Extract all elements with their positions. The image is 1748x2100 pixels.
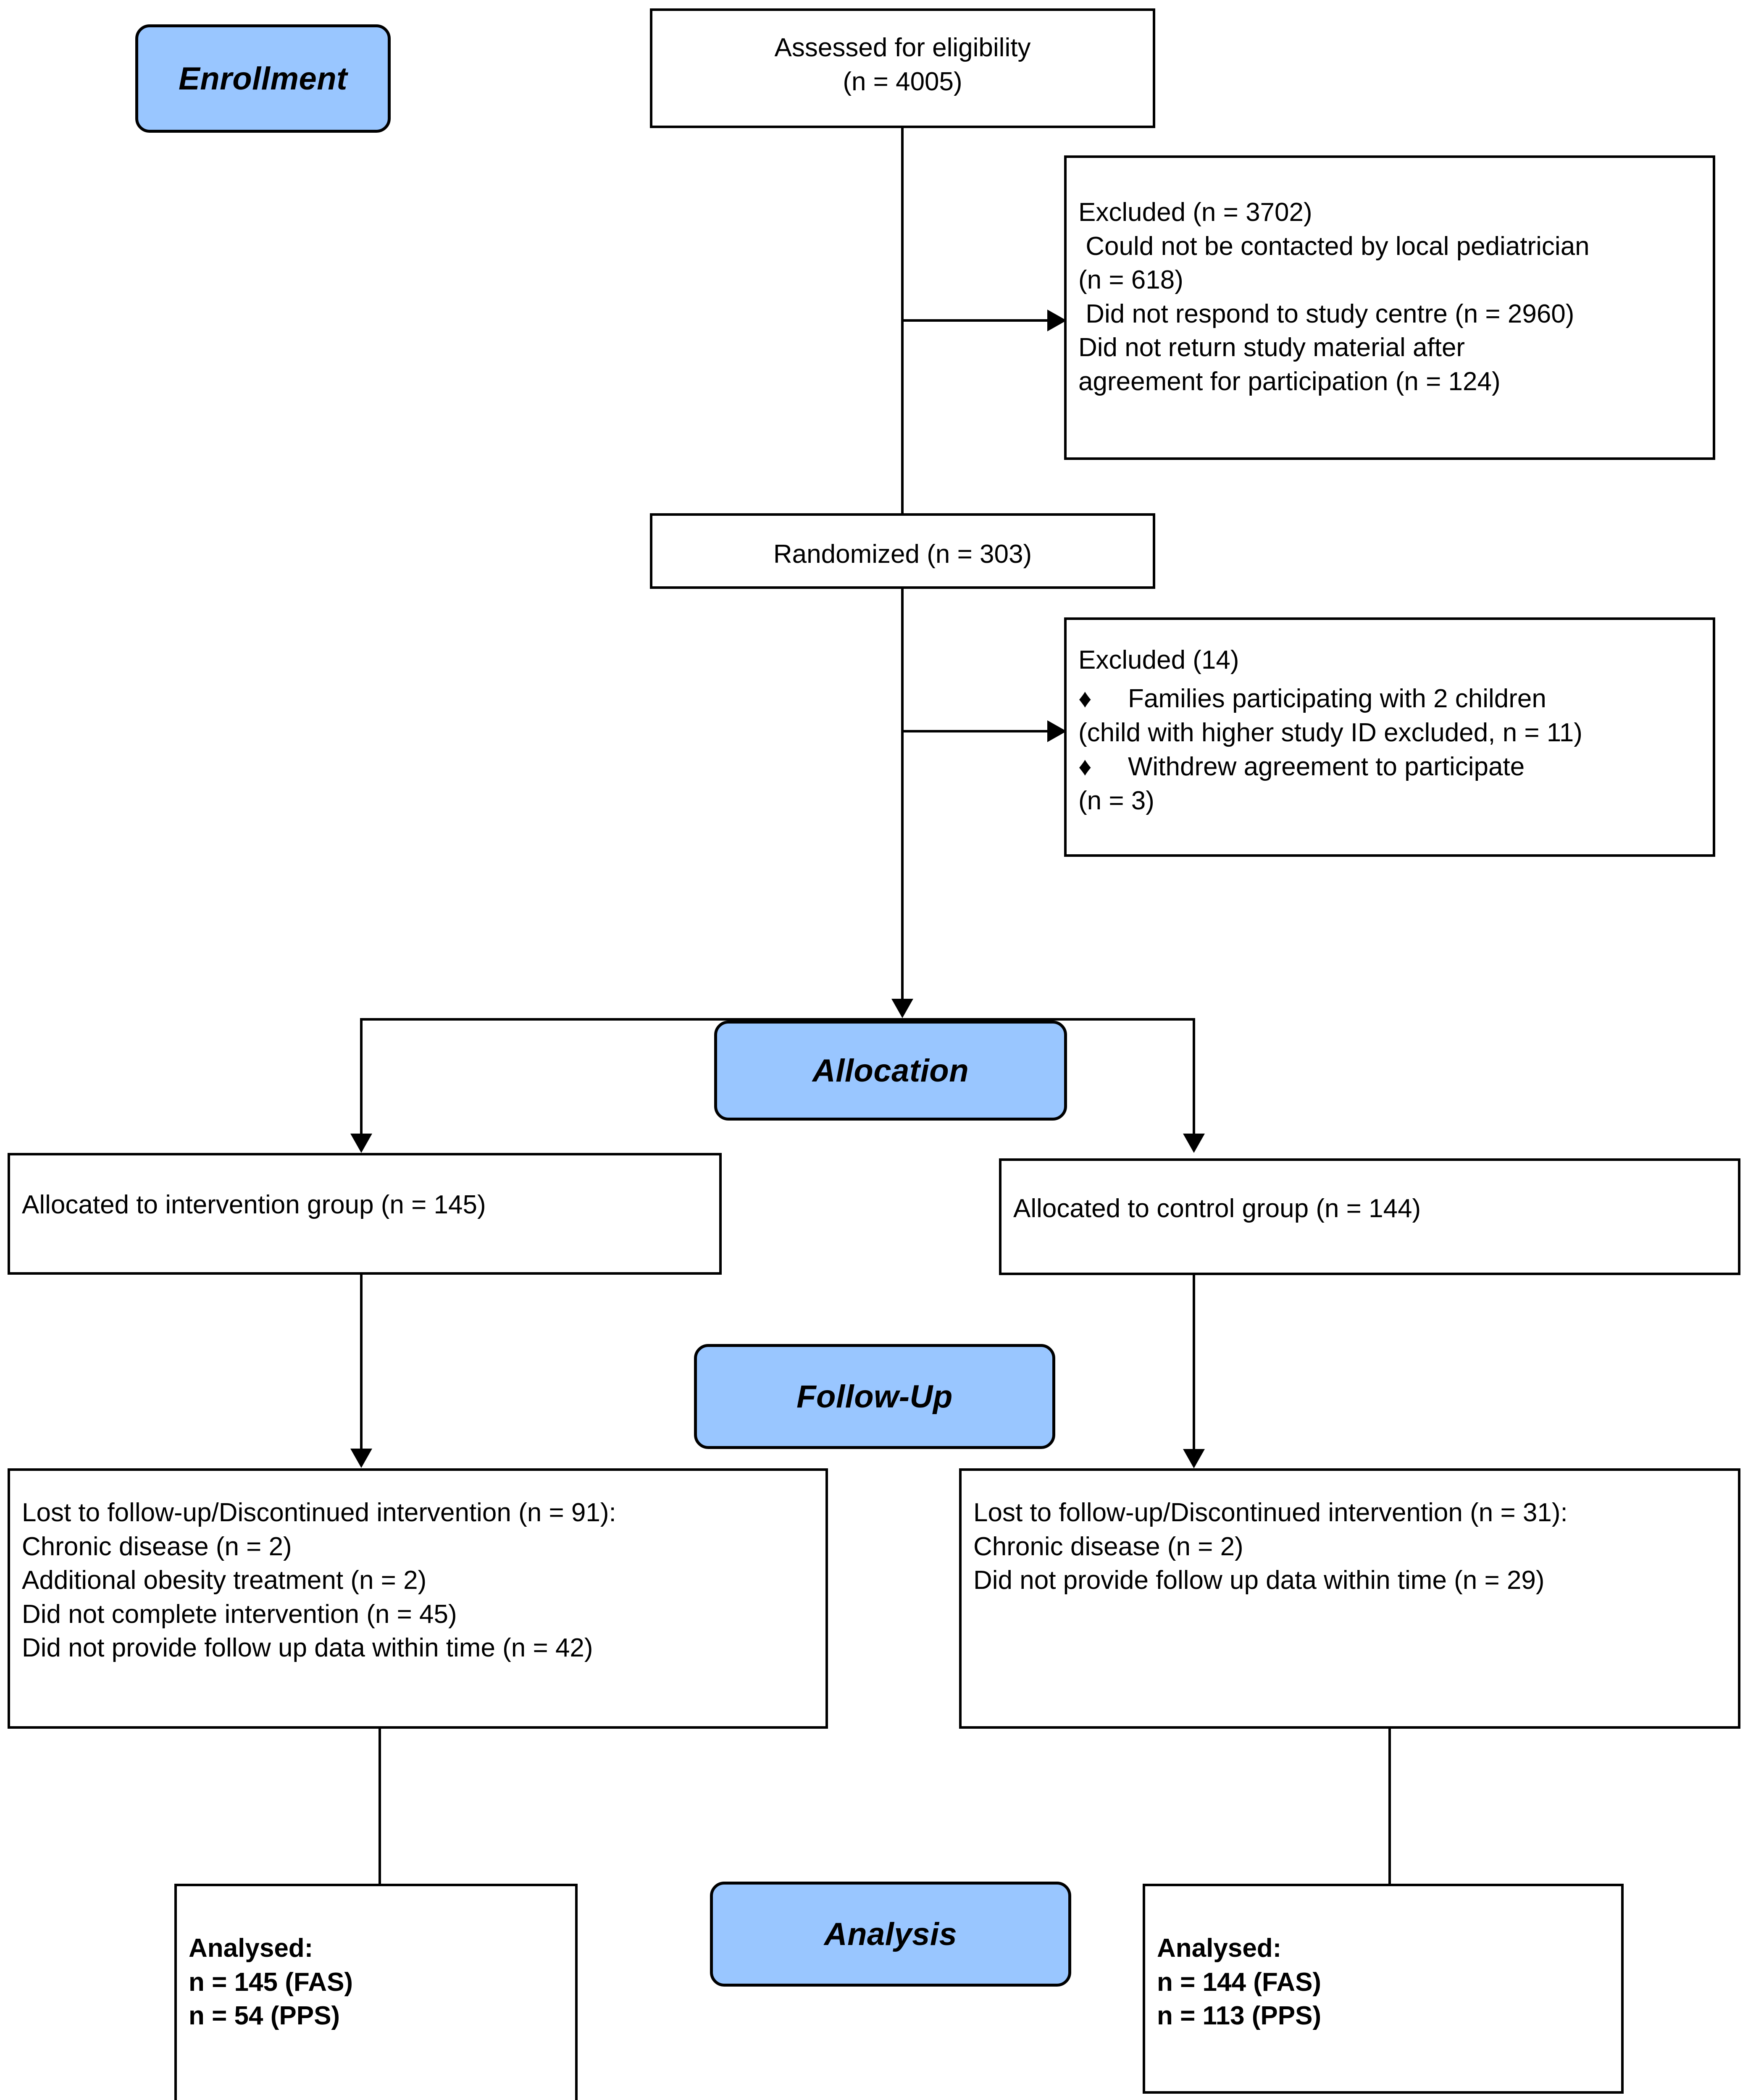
stage-pill-enrollment-label: Enrollment bbox=[179, 60, 347, 97]
bullet-diamond-icon: ♦ bbox=[1078, 684, 1092, 713]
node-excluded-randomized-bullet-2-cont: (n = 3) bbox=[1078, 786, 1154, 815]
node-randomized: Randomized (n = 303) bbox=[650, 513, 1155, 589]
node-excluded-randomized-bullet-1-text: Families participating with 2 children bbox=[1128, 684, 1546, 713]
node-allocated-intervention: Allocated to intervention group (n = 145… bbox=[8, 1153, 722, 1275]
node-allocated-control-text: Allocated to control group (n = 144) bbox=[1013, 1194, 1421, 1223]
node-excluded-randomized-bullet-2-text: Withdrew agreement to participate bbox=[1128, 752, 1525, 781]
node-excluded-randomized-bullet-1-cont: (child with higher study ID excluded, n … bbox=[1078, 718, 1582, 747]
node-analysed-intervention-text: Analysed: n = 145 (FAS) n = 54 (PPS) bbox=[189, 1934, 353, 2031]
node-excluded-top: Excluded (n = 3702) Could not be contact… bbox=[1064, 155, 1715, 460]
connector-allocleft-to-followupleft bbox=[360, 1275, 363, 1453]
node-randomized-text: Randomized (n = 303) bbox=[773, 540, 1032, 569]
arrowhead-to-excluded-top bbox=[1047, 310, 1067, 331]
connector-randomized-to-excluded2 bbox=[901, 730, 1057, 732]
arrowhead-to-followup-right bbox=[1183, 1449, 1205, 1468]
stage-pill-allocation-label: Allocation bbox=[812, 1053, 969, 1089]
stage-pill-enrollment: Enrollment bbox=[135, 24, 391, 133]
stage-pill-analysis: Analysis bbox=[710, 1882, 1071, 1987]
stage-pill-followup-label: Follow-Up bbox=[796, 1378, 953, 1415]
node-followup-intervention: Lost to follow-up/Discontinued intervent… bbox=[8, 1468, 828, 1729]
node-excluded-randomized-bullet-2: ♦ Withdrew agreement to participate (n =… bbox=[1078, 750, 1705, 818]
arrowhead-to-alloc-left bbox=[350, 1134, 372, 1153]
node-assessed-for-eligibility: Assessed for eligibility (n = 4005) bbox=[650, 8, 1155, 128]
node-allocated-intervention-text: Allocated to intervention group (n = 145… bbox=[22, 1190, 486, 1219]
stage-pill-allocation: Allocation bbox=[714, 1021, 1067, 1121]
node-analysed-control: Analysed: n = 144 (FAS) n = 113 (PPS) bbox=[1143, 1884, 1624, 2094]
node-followup-control: Lost to follow-up/Discontinued intervent… bbox=[959, 1468, 1740, 1729]
node-analysed-intervention: Analysed: n = 145 (FAS) n = 54 (PPS) bbox=[174, 1884, 578, 2100]
arrowhead-to-excluded-randomized bbox=[1047, 720, 1067, 742]
connector-followupleft-to-analysedleft bbox=[379, 1729, 381, 1893]
connector-allocright-to-followupright bbox=[1193, 1275, 1195, 1453]
node-excluded-randomized: Excluded (14) ♦ Families participating w… bbox=[1064, 617, 1715, 857]
stage-pill-analysis-label: Analysis bbox=[824, 1916, 957, 1952]
node-followup-intervention-text: Lost to follow-up/Discontinued intervent… bbox=[22, 1498, 616, 1663]
node-excluded-randomized-bullet-1: ♦ Families participating with 2 children… bbox=[1078, 682, 1705, 750]
arrowhead-to-allocation-split bbox=[891, 999, 913, 1018]
node-allocated-control: Allocated to control group (n = 144) bbox=[999, 1158, 1740, 1275]
bullet-diamond-icon-2: ♦ bbox=[1078, 752, 1092, 781]
node-excluded-top-text: Excluded (n = 3702) Could not be contact… bbox=[1078, 198, 1590, 396]
connector-allocation-to-right bbox=[1193, 1018, 1195, 1138]
arrowhead-to-alloc-right bbox=[1183, 1134, 1205, 1153]
node-followup-control-text: Lost to follow-up/Discontinued intervent… bbox=[973, 1498, 1568, 1595]
connector-randomized-to-allocation bbox=[901, 589, 904, 1000]
node-excluded-randomized-header: Excluded (14) bbox=[1078, 646, 1239, 675]
stage-pill-followup: Follow-Up bbox=[694, 1344, 1055, 1449]
connector-followupright-to-analysedright bbox=[1388, 1729, 1391, 1893]
node-assessed-for-eligibility-text: Assessed for eligibility (n = 4005) bbox=[774, 33, 1031, 96]
connector-assessed-to-excluded bbox=[901, 319, 1057, 322]
arrowhead-to-followup-left bbox=[350, 1449, 372, 1468]
node-analysed-control-body: Analysed: n = 144 (FAS) n = 113 (PPS) bbox=[1157, 1934, 1322, 2031]
connector-allocation-split-bar bbox=[360, 1018, 1195, 1021]
connector-allocation-to-left bbox=[360, 1018, 363, 1138]
